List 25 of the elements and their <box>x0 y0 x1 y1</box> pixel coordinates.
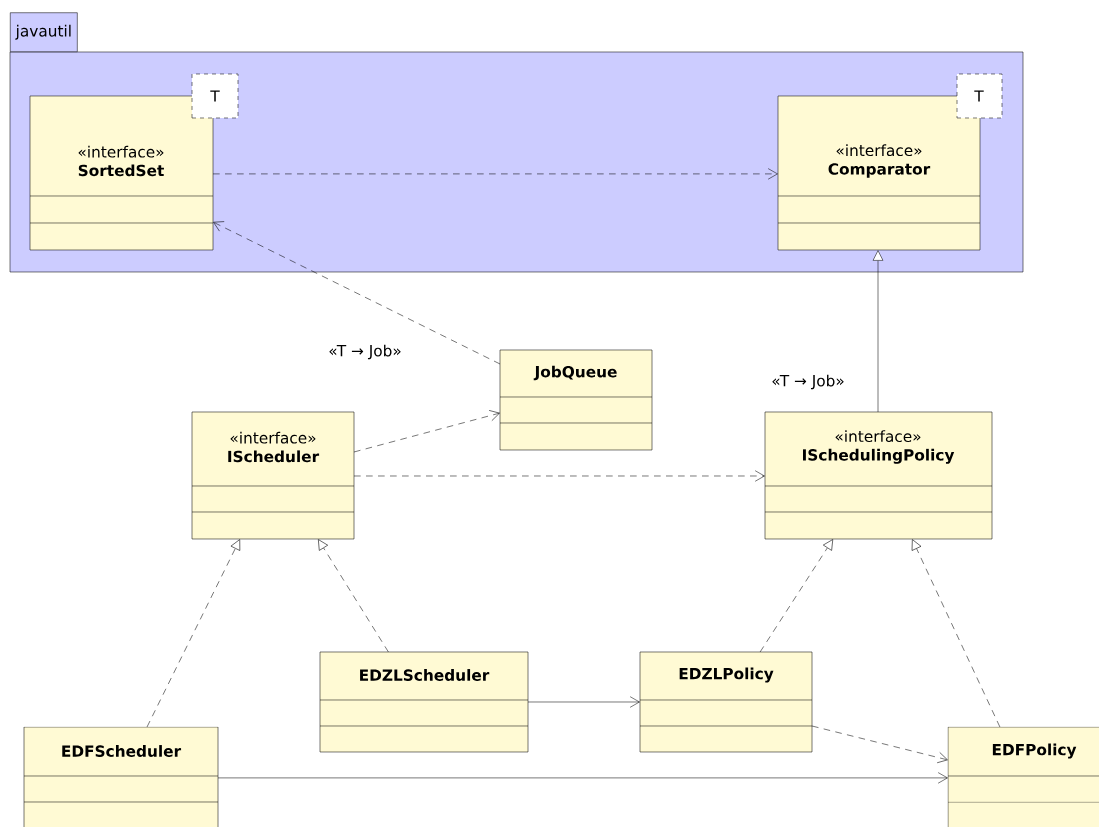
arrow <box>353 410 500 453</box>
class-box: «interface» ISchedulingPolicy <box>764 411 993 540</box>
arrow <box>146 539 241 728</box>
arrow <box>527 696 640 708</box>
arrow <box>759 539 834 653</box>
arrow <box>217 772 948 784</box>
arrow <box>212 168 778 180</box>
class-box: «interface» IScheduler <box>191 411 355 540</box>
edge-label: «T → Job» <box>769 373 847 391</box>
arrow <box>911 539 1001 728</box>
node-label: javautil <box>15 24 71 40</box>
class-box: EDZLScheduler <box>319 651 529 753</box>
edge-label: «T → Job» <box>326 343 404 361</box>
arrow <box>353 470 765 482</box>
template-parameter-box: T <box>191 73 239 119</box>
arrow <box>318 539 389 653</box>
arrow <box>811 725 948 764</box>
arrow <box>872 250 884 413</box>
class-box: EDZLPolicy <box>639 651 813 753</box>
class-box: «interface» SortedSet <box>29 95 214 251</box>
class-box: EDFScheduler <box>23 726 219 827</box>
class-box: JobQueue <box>499 349 653 451</box>
class-box: EDFPolicy <box>947 726 1099 827</box>
template-parameter-box: T <box>956 73 1003 119</box>
arrow <box>213 221 501 365</box>
